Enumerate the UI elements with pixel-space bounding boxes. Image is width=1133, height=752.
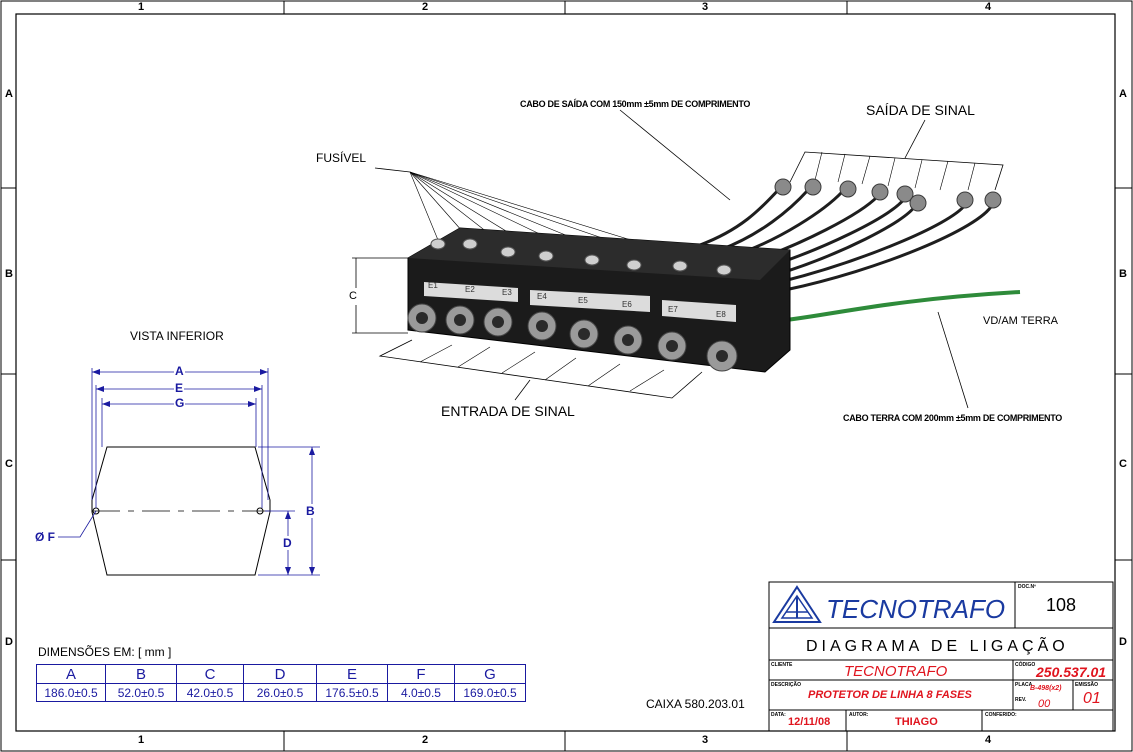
dimensions-table: A B C D E F G 186.0±0.5 52.0±0.5 42.0±0.…: [36, 664, 526, 702]
date-value: 12/11/08: [788, 716, 831, 728]
zone-col-2-bottom: 2: [422, 734, 429, 746]
issue-label: EMISSÃO: [1075, 682, 1099, 688]
dim-e-label: E: [174, 381, 185, 395]
zone-row-b: B: [5, 268, 13, 280]
zone-row-a: A: [5, 88, 13, 100]
doc-number: 108: [1046, 595, 1077, 615]
dim-f-label: Ø F: [35, 530, 55, 544]
tecnotrafo-logo-icon: [772, 585, 822, 623]
channel-label-e4: E4: [537, 292, 547, 301]
dim-a-label: A: [174, 364, 185, 378]
zone-row-d-right: D: [1119, 636, 1127, 648]
code-value: 250.537.01: [1036, 664, 1107, 680]
bottom-view-title: VISTA INFERIOR: [130, 329, 224, 343]
ground-label: VD/AM TERRA: [983, 315, 1058, 327]
channel-label-e7: E7: [668, 305, 678, 314]
zone-row-b-right: B: [1119, 268, 1127, 280]
date-label: DATA:: [771, 712, 786, 718]
caixa-label: CAIXA 580.203.01: [646, 697, 745, 711]
channel-label-e1: E1: [428, 281, 438, 290]
zone-col-3-bottom: 3: [702, 734, 709, 746]
zone-row-c-right: C: [1119, 458, 1127, 470]
company-logo-text: TECNOTRAFO: [826, 594, 1006, 624]
dim-value-a: 186.0±0.5: [36, 683, 106, 702]
dim-b-label: B: [306, 504, 315, 518]
zone-col-2: 2: [422, 1, 429, 13]
dimensions-title: DIMENSÕES EM: [ mm ]: [38, 645, 172, 659]
rev-label: REV.: [1015, 697, 1027, 703]
channel-label-e3: E3: [502, 288, 512, 297]
dim-value-f: 4.0±0.5: [387, 683, 455, 702]
code-label: CÓDIGO: [1015, 662, 1036, 668]
output-cable-label: CABO DE SAÍDA COM 150mm ±5mm DE COMPRIME…: [520, 99, 751, 109]
dim-g-label: G: [174, 396, 186, 410]
zone-row-a-right: A: [1119, 88, 1127, 100]
zone-row-c: C: [5, 458, 13, 470]
zone-col-1: 1: [138, 1, 145, 13]
checked-label: CONFERIDO:: [985, 712, 1017, 718]
doc-number-label: DOC.Nº: [1018, 584, 1036, 590]
dim-value-g: 169.0±0.5: [454, 683, 526, 702]
dim-value-b: 52.0±0.5: [105, 683, 177, 702]
zone-col-3: 3: [702, 1, 709, 13]
channel-label-e8: E8: [716, 310, 726, 319]
dim-d-label: D: [283, 536, 292, 550]
dim-c-label: C: [349, 290, 357, 302]
signal-input-label: ENTRADA DE SINAL: [441, 403, 575, 419]
dim-value-d: 26.0±0.5: [243, 683, 317, 702]
drawing-title: DIAGRAMA DE LIGAÇÃO: [806, 638, 1069, 655]
fuse-label: FUSÍVEL: [316, 151, 367, 165]
client-value: TECNOTRAFO: [844, 663, 948, 680]
client-label: CLIENTE: [771, 662, 793, 668]
dim-value-e: 176.5±0.5: [316, 683, 388, 702]
issue-value: 01: [1083, 690, 1101, 707]
zone-col-4-bottom: 4: [985, 734, 992, 746]
zone-row-d: D: [5, 636, 13, 648]
description-label: DESCRIÇÃO: [771, 682, 802, 688]
description-value: PROTETOR DE LINHA 8 FASES: [808, 689, 972, 701]
channel-label-e6: E6: [622, 300, 632, 309]
signal-output-label: SAÍDA DE SINAL: [866, 102, 975, 118]
channel-label-e2: E2: [465, 285, 475, 294]
zone-col-1-bottom: 1: [138, 734, 145, 746]
rev-value: 00: [1038, 698, 1051, 710]
channel-label-e5: E5: [578, 296, 588, 305]
author-value: THIAGO: [895, 716, 938, 728]
plate-label: PLACA: [1015, 682, 1033, 688]
plate-value: B-498(x2): [1030, 685, 1062, 692]
dim-value-c: 42.0±0.5: [176, 683, 244, 702]
author-label: AUTOR:: [849, 712, 869, 718]
zone-col-4: 4: [985, 1, 992, 13]
ground-cable-label: CABO TERRA COM 200mm ±5mm DE COMPRIMENTO: [843, 413, 1062, 423]
